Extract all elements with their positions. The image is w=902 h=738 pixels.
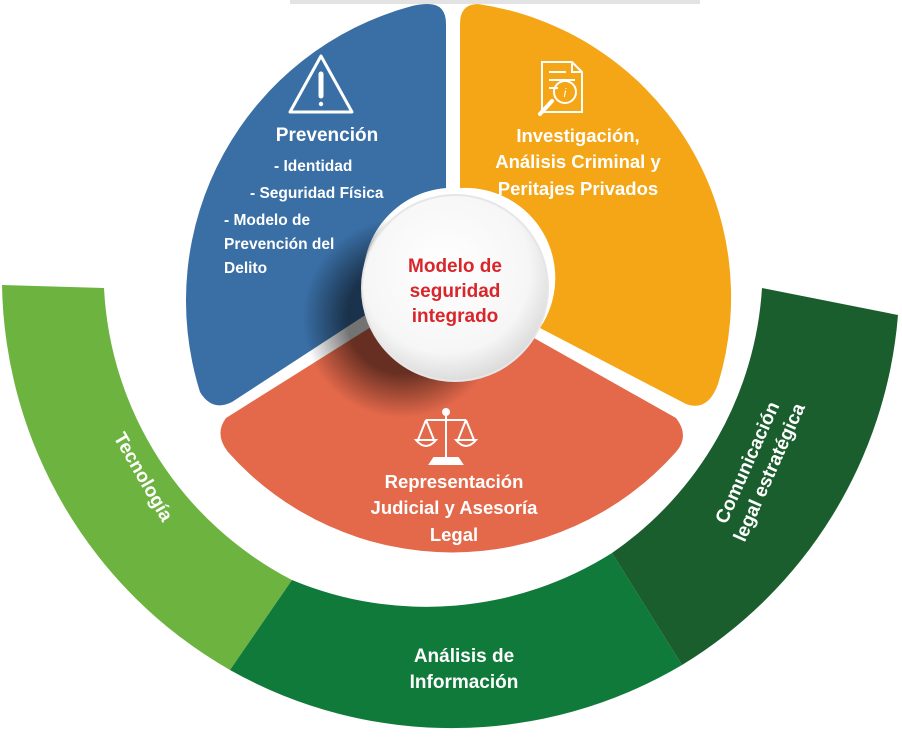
investigacion-line-3: Peritajes Privados [498,178,658,199]
center-title-line-2: seguridad [410,281,501,302]
prevencion-item-3: - Modelo de [224,212,310,229]
prevencion-item-5: Delito [224,260,267,277]
center-title-line-1: Modelo de [408,256,502,277]
center-title-line-3: integrado [412,306,499,327]
scales-icon [413,408,479,465]
inner-ring [185,4,732,553]
outer-segment-analisis [230,553,682,729]
inner-segment-prevencion [185,4,446,406]
investigacion-line-2: Análisis Criminal y [495,151,661,172]
outer-ring [2,285,898,729]
investigacion-text: Investigación, Análisis Criminal y Perit… [495,125,661,199]
analisis-label-line-1: Análisis de [414,646,514,667]
prevencion-item-4: Prevención del [224,236,334,253]
warning-triangle-icon [288,54,354,114]
representacion-line-3: Legal [430,524,478,545]
analisis-label-line-2: Información [410,672,519,693]
top-strip [290,0,700,4]
document-magnifier-icon: i [538,61,583,116]
representacion-text: Representación Judicial y Asesoría Legal [371,471,539,545]
inner-segment-investigacion [460,4,732,406]
outer-segment-tecnologia [2,285,292,670]
prevencion-item-2: - Seguridad Física [250,185,384,202]
center-title: Modelo de seguridad integrado [408,256,502,327]
prevencion-title: Prevención [276,125,378,146]
investigacion-line-1: Investigación, [516,125,639,146]
svg-text:i: i [564,86,567,100]
prevencion-item-1: - Identidad [274,158,352,175]
outer-segment-comunicacion [612,288,898,665]
prevencion-text: Prevención - Identidad - Seguridad Físic… [224,125,384,277]
representacion-line-1: Representación [385,471,524,492]
center-hub [361,194,549,382]
analisis-label: Análisis de Información [410,646,519,693]
representacion-line-2: Judicial y Asesoría [371,497,539,518]
